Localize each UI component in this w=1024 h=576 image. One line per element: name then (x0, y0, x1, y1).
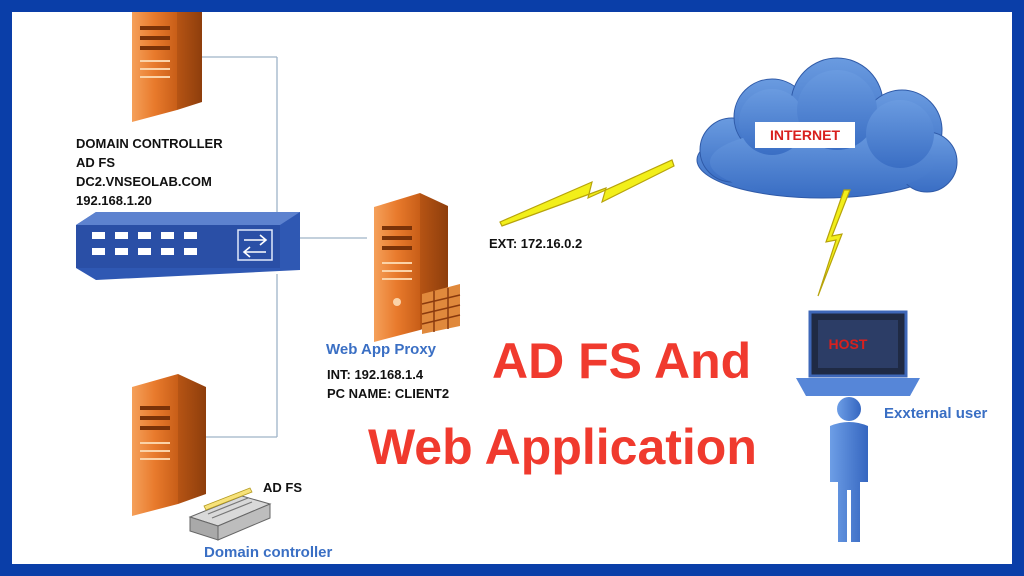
dc-top-label-ip: 192.168.1.20 (76, 193, 152, 208)
dc-top-server-icon (132, 12, 202, 122)
diagram-canvas: DOMAIN CONTROLLER AD FS DC2.VNSEOLAB.COM… (12, 12, 1012, 564)
internet-label: INTERNET (770, 127, 840, 143)
dc-top-label-role: DOMAIN CONTROLLER (76, 136, 223, 151)
dc-bottom-server-icon (132, 374, 206, 516)
host-label: HOST (829, 336, 868, 352)
lightning-bolt-icon-host (817, 189, 851, 297)
proxy-name-label: Web App Proxy (326, 341, 437, 358)
title-line-2: Web Application (368, 419, 757, 475)
host-laptop-icon (796, 310, 920, 396)
proxy-pc-name: PC NAME: CLIENT2 (327, 386, 449, 401)
dc-top-label-hostname: DC2.VNSEOLAB.COM (76, 174, 212, 189)
dc-bottom-adfs-label: AD FS (263, 480, 302, 495)
external-user-label: Exxternal user (884, 405, 988, 422)
storage-device-icon (188, 487, 272, 541)
internet-label-box (755, 122, 855, 148)
dc-top-label-adfs: AD FS (76, 155, 115, 170)
proxy-ext-ip: EXT: 172.16.0.2 (489, 236, 582, 251)
network-diagram: DOMAIN CONTROLLER AD FS DC2.VNSEOLAB.COM… (76, 12, 988, 561)
proxy-int-ip: INT: 192.168.1.4 (327, 367, 424, 382)
external-user-icon (830, 397, 868, 542)
firewall-icon (421, 284, 461, 334)
title-line-1: AD FS And (492, 333, 751, 389)
network-switch-icon (76, 212, 300, 280)
lightning-bolt-icon (499, 159, 675, 227)
dc-bottom-name-label: Domain controller (204, 544, 333, 561)
